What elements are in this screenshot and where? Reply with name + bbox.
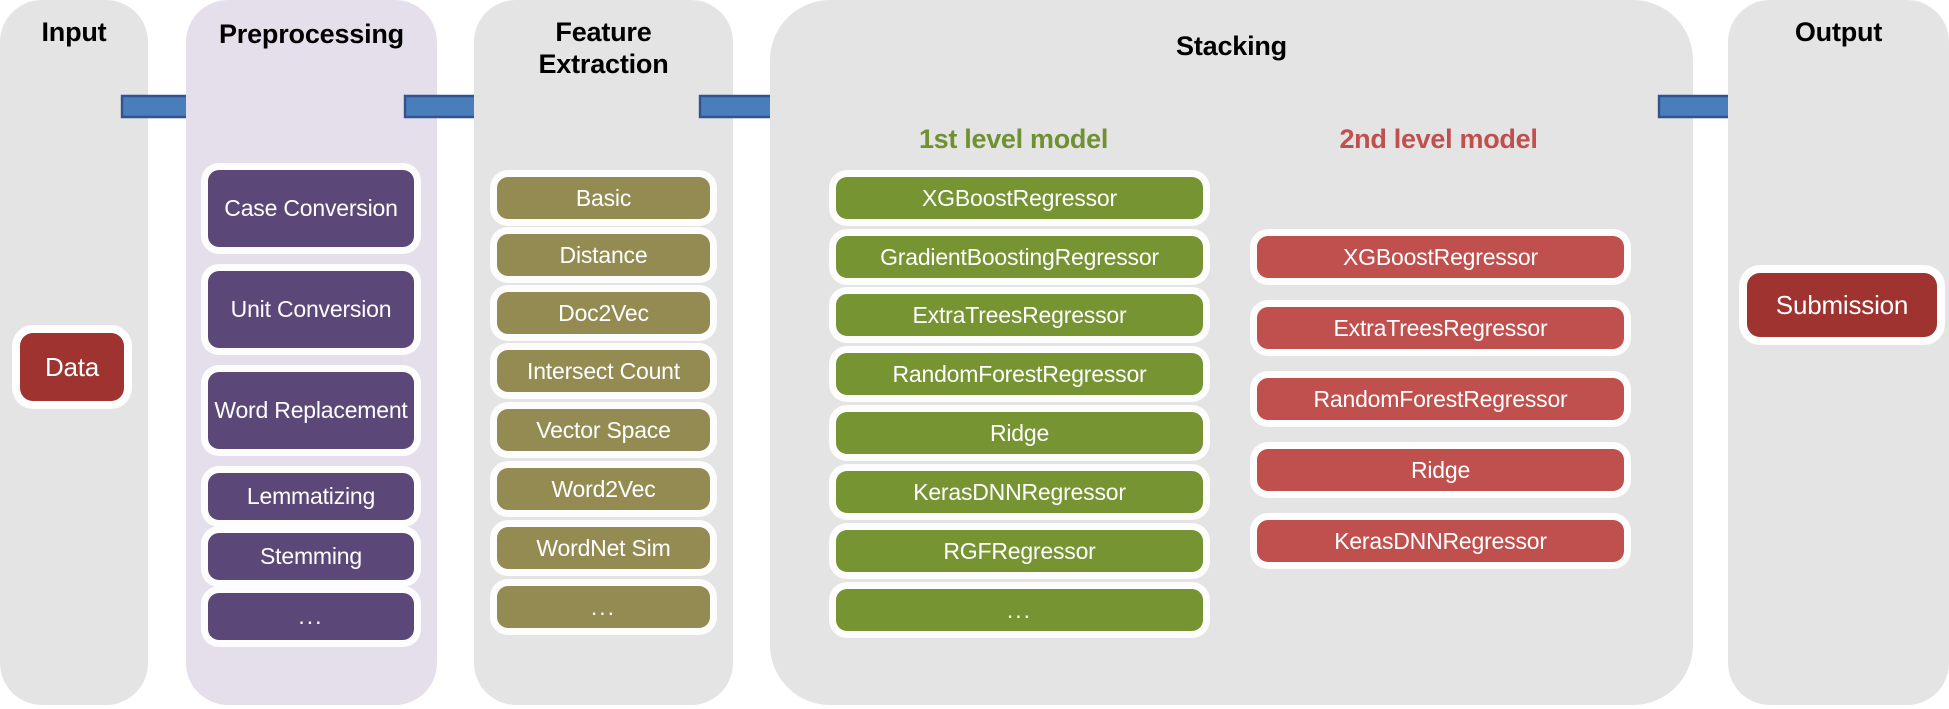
chip-unit-conversion[interactable]: Unit Conversion: [208, 271, 414, 348]
chip-label: Ridge: [1410, 456, 1471, 483]
chip-feature-extraction-more[interactable]: ...: [497, 586, 710, 628]
chip-label: Lemmatizing: [246, 483, 376, 510]
chip-label: Word Replacement: [214, 397, 408, 424]
chip-word2vec[interactable]: Word2Vec: [497, 468, 710, 510]
panel-output-title: Output: [1794, 17, 1883, 47]
chip-intersect-count[interactable]: Intersect Count: [497, 350, 710, 392]
chip-label: Submission: [1775, 289, 1909, 320]
chip-label: RGFRegressor: [943, 537, 1096, 564]
chip-label: ExtraTreesRegressor: [912, 301, 1127, 328]
chip-label: Distance: [559, 241, 648, 268]
chip-preprocessing-more[interactable]: ...: [208, 593, 414, 640]
chip-label: ExtraTreesRegressor: [1333, 314, 1548, 341]
chip-2nd-extratreesregressor[interactable]: ExtraTreesRegressor: [1257, 307, 1624, 349]
chip-distance[interactable]: Distance: [497, 234, 710, 276]
chip-1st-extratreesregressor[interactable]: ExtraTreesRegressor: [836, 294, 1203, 336]
chip-lemmatizing[interactable]: Lemmatizing: [208, 473, 414, 520]
chip-label: Basic: [575, 184, 632, 211]
chip-label: XGBoostRegressor: [922, 184, 1117, 211]
chip-label: Case Conversion: [224, 195, 398, 222]
chip-label: RandomForestRegressor: [1313, 385, 1568, 412]
panel-stacking: [770, 0, 1693, 705]
panel-stacking-title: Stacking: [1176, 31, 1287, 61]
chip-label: ...: [590, 593, 617, 620]
chip-label: KerasDNNRegressor: [1334, 527, 1547, 554]
panel-preprocessing-title: Preprocessing: [219, 19, 404, 49]
chip-label: Stemming: [260, 543, 362, 570]
chip-word-replacement[interactable]: Word Replacement: [208, 372, 414, 449]
chip-label: GradientBoostingRegressor: [880, 243, 1159, 270]
chip-1st-more[interactable]: ...: [836, 589, 1203, 631]
chip-label: XGBoostRegressor: [1343, 243, 1538, 270]
chip-label: RandomForestRegressor: [892, 360, 1147, 387]
chip-1st-ridge[interactable]: Ridge: [836, 412, 1203, 454]
chip-2nd-ridge[interactable]: Ridge: [1257, 449, 1624, 491]
chip-1st-randomforestregressor[interactable]: RandomForestRegressor: [836, 353, 1203, 395]
chip-label: KerasDNNRegressor: [913, 478, 1126, 505]
panel-input-title: Input: [41, 17, 107, 47]
chip-case-conversion[interactable]: Case Conversion: [208, 170, 414, 247]
panel-preprocessing: [186, 0, 437, 705]
chip-vector-space[interactable]: Vector Space: [497, 409, 710, 451]
chip-2nd-kerasdnnregressor[interactable]: KerasDNNRegressor: [1257, 520, 1624, 562]
chip-label: WordNet Sim: [536, 534, 671, 561]
chip-label: Intersect Count: [527, 357, 680, 384]
chip-basic[interactable]: Basic: [497, 177, 710, 219]
chip-label: Ridge: [989, 419, 1050, 446]
first-level-model-heading: 1st level model: [918, 124, 1109, 154]
chip-1st-kerasdnnregressor[interactable]: KerasDNNRegressor: [836, 471, 1203, 513]
chip-label: Data: [44, 351, 100, 382]
panel-output: [1728, 0, 1949, 705]
chip-submission[interactable]: Submission: [1747, 273, 1937, 337]
chip-doc2vec[interactable]: Doc2Vec: [497, 292, 710, 334]
chip-data[interactable]: Data: [20, 333, 124, 401]
chip-2nd-randomforestregressor[interactable]: RandomForestRegressor: [1257, 378, 1624, 420]
chip-label: Word2Vec: [551, 475, 656, 502]
chip-wordnet-sim[interactable]: WordNet Sim: [497, 527, 710, 569]
chip-label: Vector Space: [536, 416, 671, 443]
chip-2nd-xgboostregressor[interactable]: XGBoostRegressor: [1257, 236, 1624, 278]
chip-1st-gradientboostingregressor[interactable]: GradientBoostingRegressor: [836, 236, 1203, 278]
chip-label: ...: [1006, 596, 1033, 623]
panel-feature-extraction-title: Feature Extraction: [538, 17, 669, 79]
chip-1st-xgboostregressor[interactable]: XGBoostRegressor: [836, 177, 1203, 219]
chip-label: Doc2Vec: [558, 299, 649, 326]
chip-label: Unit Conversion: [230, 296, 392, 323]
chip-label: ...: [298, 603, 324, 630]
second-level-model-heading: 2nd level model: [1339, 124, 1538, 154]
chip-stemming[interactable]: Stemming: [208, 533, 414, 580]
chip-1st-rgfregressor[interactable]: RGFRegressor: [836, 530, 1203, 572]
